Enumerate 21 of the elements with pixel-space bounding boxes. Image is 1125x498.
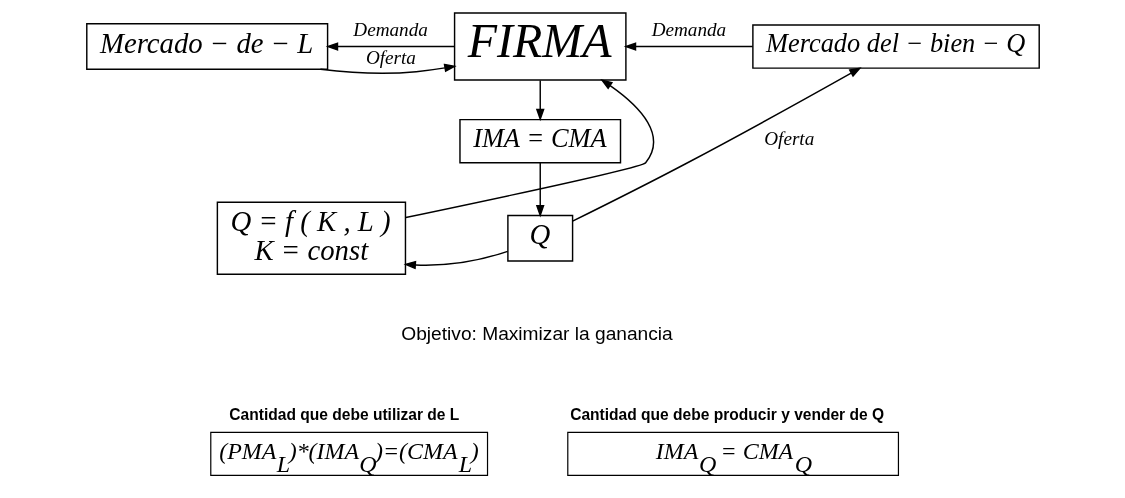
edge-label: Oferta <box>365 47 416 69</box>
node-box: Q <box>506 214 573 262</box>
node-box: IMA = CMA <box>458 118 621 164</box>
node-label: Cantidad que debe utilizar de L <box>228 405 459 423</box>
arrow <box>319 63 457 74</box>
edge-label: Demanda <box>651 18 726 40</box>
arrow <box>623 42 753 51</box>
edge-label: Demanda <box>352 18 428 40</box>
arrow <box>403 250 508 270</box>
edge-label: Oferta <box>763 127 814 149</box>
arrow <box>571 67 862 222</box>
label: Objetivo: Maximizar la ganancia <box>400 322 673 344</box>
node-box: FIRMA <box>453 12 627 81</box>
arrow <box>535 79 545 122</box>
node-box: Q = f ( K , L ) K = const <box>216 201 406 275</box>
arrow <box>535 162 545 218</box>
node-box: Mercado − de − L <box>85 23 328 70</box>
arrow <box>404 78 654 219</box>
node-box: Mercado del − bien − Q <box>751 24 1040 69</box>
arrow <box>325 42 455 51</box>
node-label: Cantidad que debe producir y vender de Q <box>569 405 884 423</box>
